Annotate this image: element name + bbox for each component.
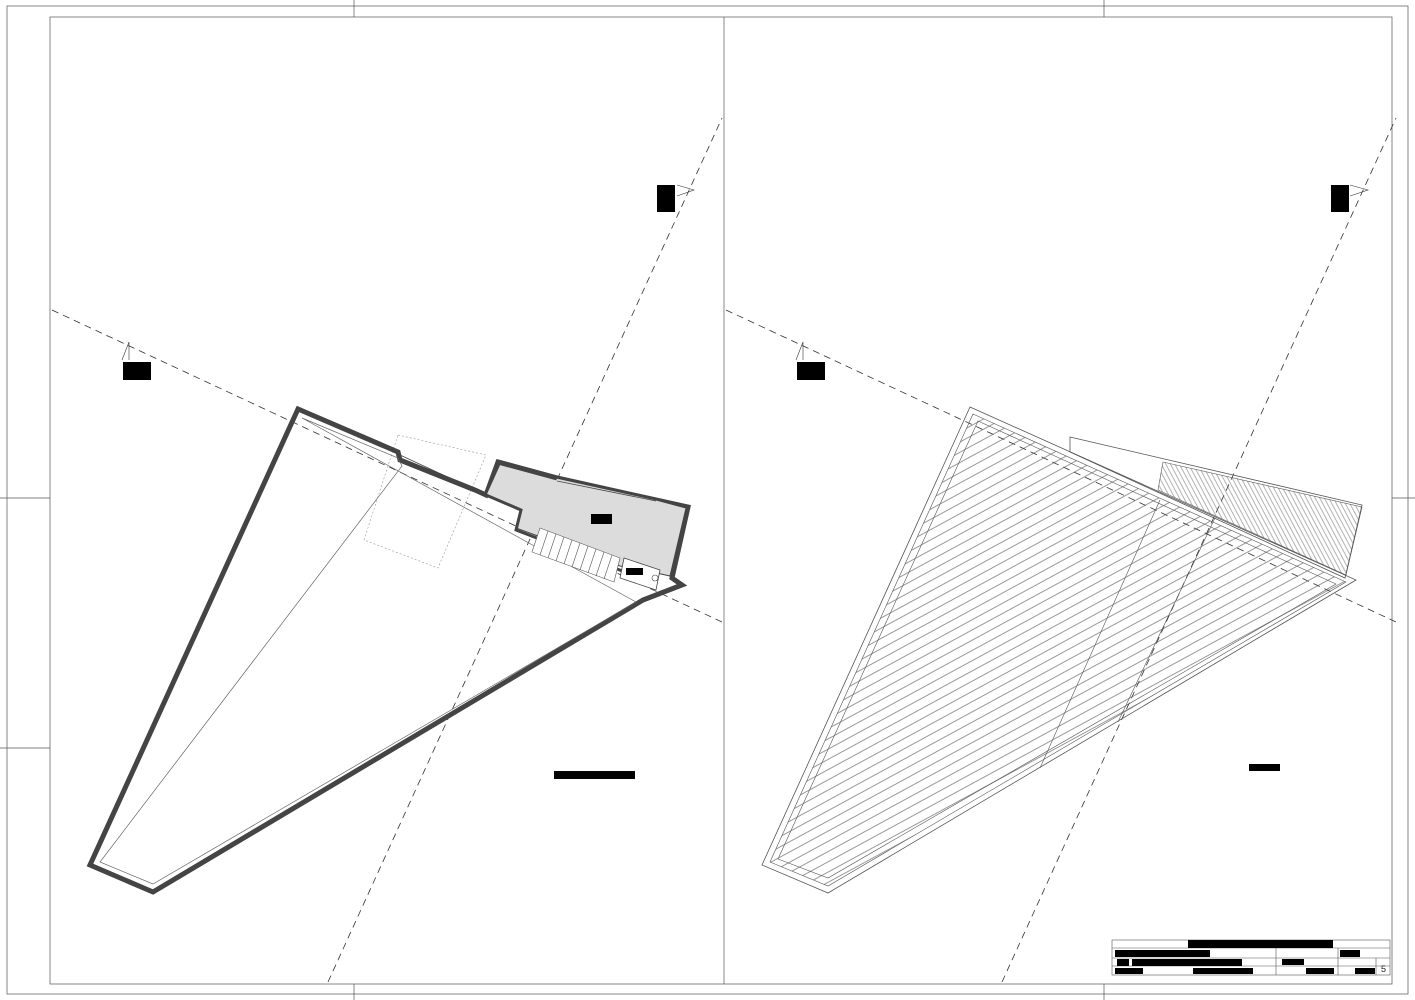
field-redacted-1	[1117, 959, 1129, 966]
section-label-b-roof	[1331, 185, 1349, 212]
scale-redacted	[1340, 950, 1360, 957]
section-arrow-a	[121, 341, 130, 361]
roof-inner-edge	[777, 420, 1337, 879]
room-glazing	[556, 480, 657, 502]
roof-fold-line-1	[1039, 499, 1161, 769]
title-block: 5	[1111, 939, 1391, 976]
field-redacted-5	[1306, 968, 1334, 974]
wc-label-redacted	[626, 568, 643, 575]
project-title-redacted	[1188, 940, 1333, 948]
sheet-number: 5	[1381, 964, 1386, 974]
field-redacted-3	[1115, 968, 1143, 974]
roof-plan	[725, 117, 1397, 983]
section-label-a-roof	[797, 362, 825, 380]
field-redacted-4	[1193, 968, 1253, 974]
date-redacted	[1282, 959, 1304, 965]
outer-border	[6, 5, 1409, 995]
field-redacted-2	[1132, 959, 1242, 966]
stair	[531, 527, 621, 583]
floor-plan	[51, 117, 723, 983]
roof-plan-title-redacted	[1249, 764, 1280, 771]
room-label-redacted	[591, 514, 612, 524]
exterior-wall	[86, 405, 691, 895]
drawing-border	[49, 16, 1393, 985]
projection-outline	[363, 434, 487, 569]
section-line-b	[327, 117, 723, 983]
section-arrow-a-roof	[795, 341, 804, 361]
wc-fixture-icon	[651, 574, 659, 582]
roof-outline	[761, 406, 1357, 894]
client-redacted	[1115, 950, 1210, 957]
section-arrow-b	[676, 184, 695, 197]
roof-fold-line-2	[1117, 517, 1216, 723]
room-wall-top	[497, 459, 558, 481]
plan-title-redacted	[554, 771, 635, 779]
terrace-hatch	[1157, 461, 1363, 576]
terrace-outline	[1069, 436, 1363, 579]
section-arrow-b-roof	[1349, 184, 1370, 197]
field-redacted-6	[1355, 968, 1375, 974]
roof-hatch	[769, 413, 1347, 887]
section-label-b	[657, 185, 675, 212]
section-label-a	[123, 362, 151, 380]
glazing-line	[399, 454, 481, 493]
interior-finish-line	[99, 417, 637, 885]
